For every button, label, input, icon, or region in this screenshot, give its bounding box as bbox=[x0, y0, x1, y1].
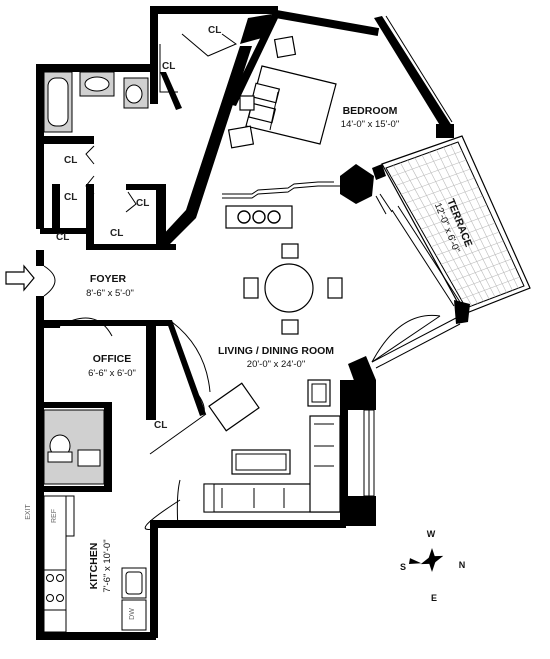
compass-e: E bbox=[431, 593, 437, 603]
bathroom-upper bbox=[43, 71, 149, 133]
bathroom-lower bbox=[43, 409, 105, 485]
closet-label: CL bbox=[64, 155, 77, 166]
dining-set bbox=[225, 205, 343, 335]
compass-icon: W S N E bbox=[400, 529, 465, 603]
office-name: OFFICE bbox=[93, 353, 132, 365]
living-name: LIVING / DINING ROOM bbox=[218, 345, 334, 357]
office-dims: 6'-6" x 6'-0" bbox=[88, 368, 136, 379]
closet-label: CL bbox=[136, 198, 149, 209]
stove-icon bbox=[43, 569, 67, 611]
kitchen-fixtures bbox=[43, 495, 147, 633]
dw-label: DW bbox=[129, 608, 136, 620]
entry-arrow-icon bbox=[5, 264, 35, 292]
closet-labels: CL CL CL CL CL CL CL CL bbox=[56, 25, 221, 431]
closet-label: CL bbox=[208, 25, 221, 36]
foyer-dims: 8'-6" x 5'-0" bbox=[86, 288, 134, 299]
windows bbox=[363, 15, 531, 497]
closet-label: CL bbox=[64, 192, 77, 203]
compass-w: W bbox=[427, 529, 436, 539]
fixture-labels: EXIT REF DW bbox=[25, 503, 136, 619]
closet-label: CL bbox=[154, 420, 167, 431]
kitchen-dims: 7'-6" x 10'-0" bbox=[102, 539, 113, 592]
compass-n: N bbox=[459, 560, 466, 570]
bedroom-furniture bbox=[227, 35, 337, 149]
bedroom-dims: 14'-0" x 15'-0" bbox=[341, 119, 399, 130]
exit-label: EXIT bbox=[25, 503, 32, 519]
bedroom-name: BEDROOM bbox=[343, 105, 398, 117]
doors bbox=[43, 33, 441, 530]
kitchen-name: KITCHEN bbox=[88, 543, 100, 590]
ref-label: REF bbox=[51, 509, 58, 523]
living-furniture bbox=[203, 379, 341, 513]
closet-label: CL bbox=[162, 61, 175, 72]
terrace-grid bbox=[390, 144, 520, 306]
closet-label: CL bbox=[110, 228, 123, 239]
compass-s: S bbox=[400, 562, 406, 572]
living-dims: 20'-0" x 24'-0" bbox=[247, 359, 305, 370]
foyer-name: FOYER bbox=[90, 273, 127, 285]
closet-label: CL bbox=[56, 232, 69, 243]
